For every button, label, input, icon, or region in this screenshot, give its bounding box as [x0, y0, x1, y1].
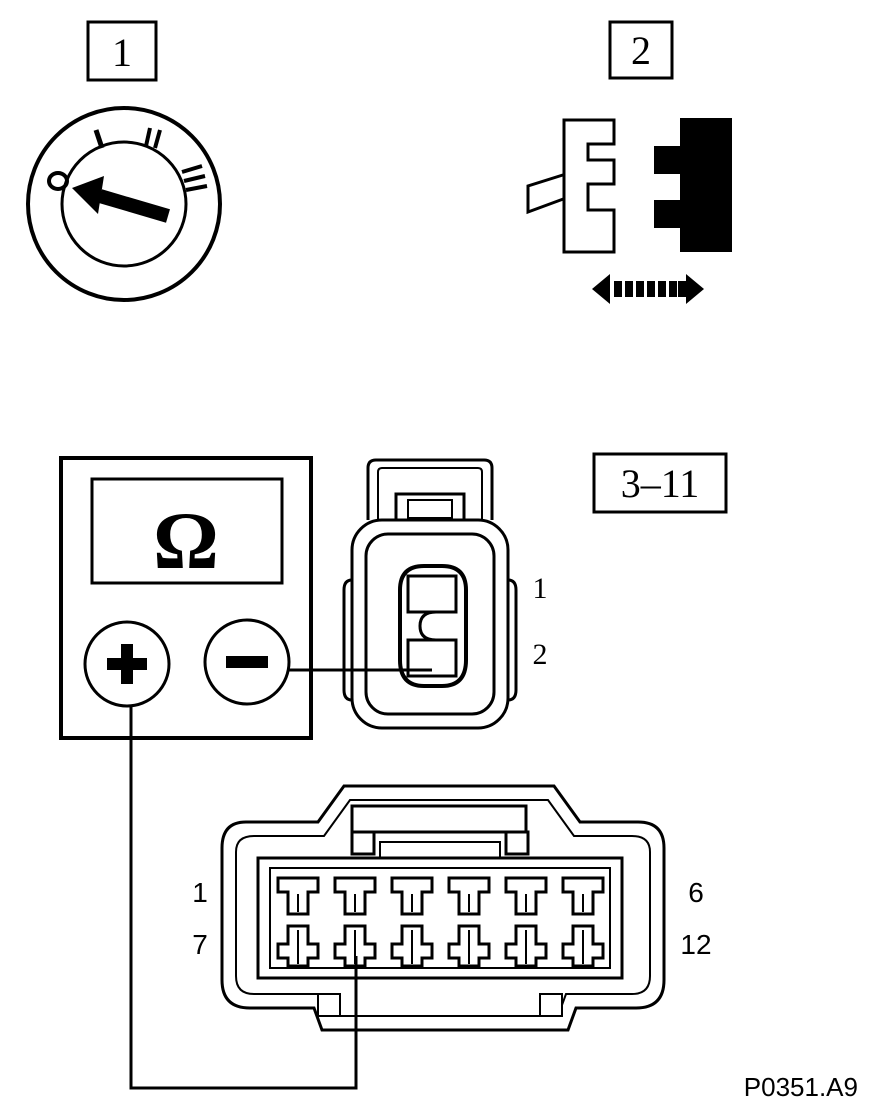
step-3-11-badge: 3–11: [592, 452, 728, 514]
position-ii-mark: [144, 127, 162, 149]
large-connector-pin-12-label: 12: [680, 929, 711, 960]
step-2-badge: 2: [608, 20, 674, 80]
key-arrow-icon: [72, 176, 170, 223]
ignition-switch-icon: [26, 106, 222, 302]
large-connector-pin-1-label: 1: [192, 877, 208, 908]
large-connector: 1 6 7 12: [192, 784, 712, 1032]
large-connector-pin-7-label: 7: [192, 929, 208, 960]
small-connector-pin-2-label: 2: [533, 638, 548, 671]
positive-test-lead: [129, 706, 358, 1090]
small-connector: 1 2: [342, 458, 548, 730]
small-connector-pin-1-label: 1: [533, 572, 548, 605]
pin-grid: [276, 876, 605, 968]
negative-terminal: [203, 618, 291, 706]
large-connector-pin-6-label: 6: [688, 877, 704, 908]
step-2-label: 2: [631, 28, 651, 73]
ohm-symbol: Ω: [153, 495, 219, 586]
meter-display: [90, 477, 284, 585]
position-0-mark: [47, 171, 69, 191]
step-3-11-label: 3–11: [621, 461, 700, 506]
pull-apart-arrow-icon: [592, 274, 704, 304]
positive-terminal: [83, 620, 171, 708]
position-iii-mark: [181, 164, 208, 192]
step-1-badge: 1: [86, 20, 158, 82]
ohmmeter: Ω: [59, 456, 313, 740]
step-1-label: 1: [112, 30, 132, 75]
disconnect-connector-icon: [526, 118, 732, 304]
figure-id: P0351.A9: [744, 1072, 858, 1102]
pin-1-terminal: [406, 574, 458, 614]
position-i-mark: [93, 129, 105, 149]
